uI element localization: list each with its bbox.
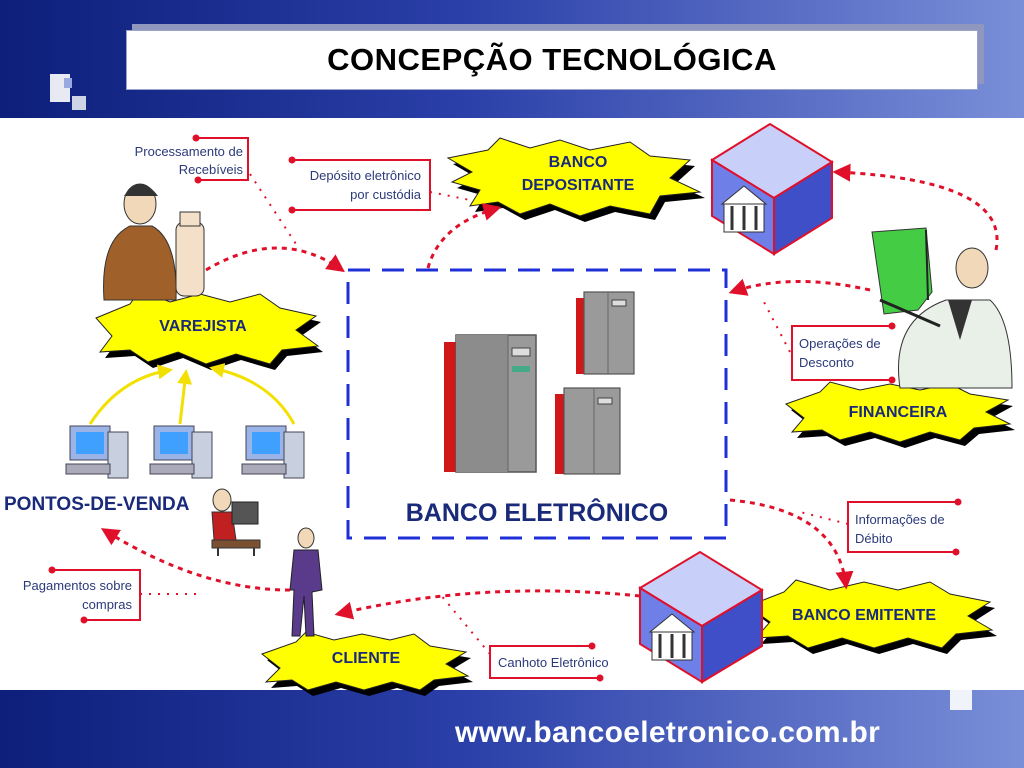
- operator-desk-icon: [211, 488, 261, 556]
- banco-emitente-label: BANCO EMITENTE: [792, 607, 936, 624]
- callout-pagamentos-line-2: compras: [82, 597, 132, 612]
- decor-square: [64, 78, 72, 88]
- callout-canhoto: Canhoto Eletrônico: [489, 642, 609, 682]
- burst-financeira: FINANCEIRA: [784, 381, 1015, 448]
- bank-building-bottom-icon: [638, 550, 764, 684]
- callout-processamento: Processamento de Recebíveis: [135, 134, 249, 184]
- banco-depositante-label-2: DEPOSITANTE: [522, 177, 635, 194]
- flow-arrow: [426, 203, 502, 269]
- callout-deposito-line-1: Depósito eletrônico: [310, 168, 421, 183]
- server-large-icon: [444, 334, 537, 473]
- callout-informacoes-line-2: Débito: [855, 531, 893, 546]
- burst-cliente: CLIENTE: [260, 631, 473, 696]
- callout-canhoto-label: Canhoto Eletrônico: [498, 655, 609, 670]
- footer-url: www.bancoeletronico.com.br: [455, 716, 881, 749]
- flow-arrow: [205, 246, 345, 273]
- callout-processamento-line-2: Recebíveis: [179, 162, 244, 177]
- pontos-de-venda-label: PONTOS-DE-VENDA: [4, 494, 190, 515]
- varejista-label: VAREJISTA: [159, 318, 247, 335]
- yellow-arrow: [177, 369, 193, 425]
- server-bottom-icon: [555, 387, 621, 475]
- callout-operacoes: Operações de Desconto: [791, 322, 896, 384]
- cliente-person-icon: [289, 527, 323, 637]
- flow-arrow: [334, 589, 641, 620]
- callout-pagamentos-line-1: Pagamentos sobre: [23, 578, 132, 593]
- callout-deposito-line-2: por custódia: [350, 187, 422, 202]
- burst-banco-depositante: BANCO DEPOSITANTE: [446, 137, 705, 222]
- callout-leader: [763, 301, 791, 353]
- callout-informacoes: Informações de Débito: [847, 498, 962, 556]
- burst-varejista: VAREJISTA: [95, 289, 323, 370]
- banco-depositante-label-1: BANCO: [549, 154, 608, 171]
- callout-leader: [439, 593, 491, 655]
- yellow-arrow: [88, 364, 173, 425]
- callout-operacoes-line-2: Desconto: [799, 355, 854, 370]
- flow-arrow: [729, 498, 854, 590]
- businessman-varejista-icon: [103, 183, 205, 301]
- callout-leader: [429, 191, 471, 201]
- decor-square: [72, 96, 86, 110]
- cliente-label: CLIENTE: [332, 650, 401, 667]
- flow-arrow: [100, 528, 291, 592]
- callout-operacoes-line-1: Operações de: [799, 336, 881, 351]
- computer-icon: [65, 425, 129, 479]
- financeira-label: FINANCEIRA: [849, 404, 948, 421]
- server-top-icon: [576, 291, 635, 375]
- callout-deposito: Depósito eletrônico por custódia: [288, 156, 431, 214]
- computer-icon: [149, 425, 213, 479]
- slide-title: CONCEPÇÃO TECNOLÓGICA: [327, 42, 777, 77]
- flow-arrow: [728, 278, 871, 296]
- burst-banco-emitente: BANCO EMITENTE: [746, 579, 997, 654]
- computer-icon: [241, 425, 305, 479]
- yellow-arrow: [209, 363, 296, 425]
- callout-informacoes-line-1: Informações de: [855, 512, 945, 527]
- presenter-financeira-icon: [871, 227, 1013, 389]
- bank-building-top-icon: [710, 122, 834, 256]
- callout-pagamentos: Pagamentos sobre compras: [23, 566, 141, 624]
- decor-square: [950, 690, 972, 710]
- title-box: CONCEPÇÃO TECNOLÓGICA: [126, 30, 978, 90]
- callout-processamento-line-1: Processamento de: [135, 144, 243, 159]
- center-dashed-box: [346, 268, 728, 540]
- center-label: BANCO ELETRÔNICO: [406, 497, 669, 527]
